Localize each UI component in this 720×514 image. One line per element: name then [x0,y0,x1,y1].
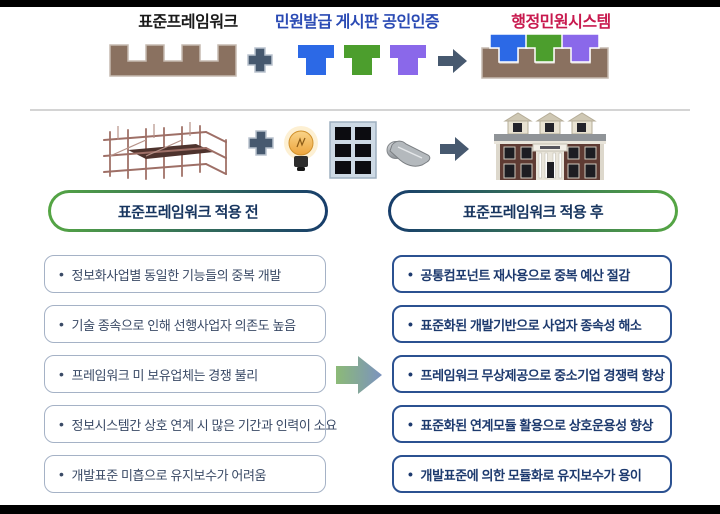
list-item: • 정보시스템간 상호 연계 시 많은 기간과 인력이 소요 [44,405,337,443]
lightbulb-icon [284,126,318,171]
item-label: 개발표준 미흡으로 유지보수가 어려움 [71,467,267,483]
list-item: • 개발표준에 의한 모듈화로 유지보수가 용이 [392,455,672,493]
component-pieces-shapes [298,45,426,75]
bullet-icon: • [408,316,413,332]
building-frame-image [103,122,227,180]
bullet-icon: • [59,266,64,282]
framework-base-shape [109,44,237,77]
list-item: • 프레임워크 미 보유업체는 경쟁 불리 [44,355,326,393]
list-item: • 정보화사업별 동일한 기능들의 중복 개발 [44,255,326,293]
bullet-icon: • [408,416,413,432]
item-label: 표준화된 연계모듈 활용으로 상호운용성 향상 [420,417,654,433]
item-label: 표준화된 개발기반으로 사업자 종속성 해소 [420,317,642,333]
house-image [494,112,606,180]
bullet-icon: • [59,366,64,382]
door-handle-icon [386,140,431,167]
bullet-icon: • [59,316,64,332]
list-item: • 기술 종속으로 인해 선행사업자 의존도 높음 [44,305,326,343]
arrow-right-icon [438,49,467,73]
top-border-bar [0,0,720,7]
assembled-system-shape [481,33,609,79]
item-label: 프레임워크 미 보유업체는 경쟁 불리 [71,367,259,383]
components-label: 민원발급 게시판 공인인증 [274,14,440,31]
bullet-icon: • [408,366,413,382]
bullet-icon: • [59,416,64,432]
window-icon [329,121,377,179]
bullet-icon: • [408,266,413,282]
after-header-pill: 표준프레임워크 적용 후 [388,190,678,232]
framework-label: 표준프레임워크 [138,14,238,31]
transform-arrow-icon [336,356,382,394]
item-label: 정보시스템간 상호 연계 시 많은 기간과 인력이 소요 [71,417,338,433]
before-items-list: • 정보화사업별 동일한 기능들의 중복 개발 • 기술 종속으로 인해 선행사… [44,255,337,493]
bullet-icon: • [408,466,413,482]
after-header-label: 표준프레임워크 적용 후 [391,193,675,229]
before-header-label: 표준프레임워크 적용 전 [51,193,325,229]
list-item: • 표준화된 개발기반으로 사업자 종속성 해소 [392,305,672,343]
bullet-icon: • [59,466,64,482]
after-items-list: • 공통컴포넌트 재사용으로 중복 예산 절감 • 표준화된 개발기반으로 사업… [392,255,672,493]
arrow-right-icon [440,137,469,161]
item-label: 프레임워크 무상제공으로 중소기업 경쟁력 향상 [420,367,665,383]
bottom-border-bar [0,505,720,514]
item-label: 정보화사업별 동일한 기능들의 중복 개발 [71,267,282,283]
plus-icon [247,47,273,73]
flow-diagram-graphics [30,33,690,180]
item-label: 기술 종속으로 인해 선행사업자 의존도 높음 [71,317,297,333]
list-item: • 개발표준 미흡으로 유지보수가 어려움 [44,455,326,493]
item-label: 개발표준에 의한 모듈화로 유지보수가 용이 [420,467,642,483]
item-label: 공통컴포넌트 재사용으로 중복 예산 절감 [420,267,631,283]
list-item: • 프레임워크 무상제공으로 중소기업 경쟁력 향상 [392,355,672,393]
list-item: • 공통컴포넌트 재사용으로 중복 예산 절감 [392,255,672,293]
before-header-pill: 표준프레임워크 적용 전 [48,190,328,232]
list-item: • 표준화된 연계모듈 활용으로 상호운용성 향상 [392,405,672,443]
plus-icon [248,130,274,156]
system-label: 행정민원시스템 [511,14,611,31]
